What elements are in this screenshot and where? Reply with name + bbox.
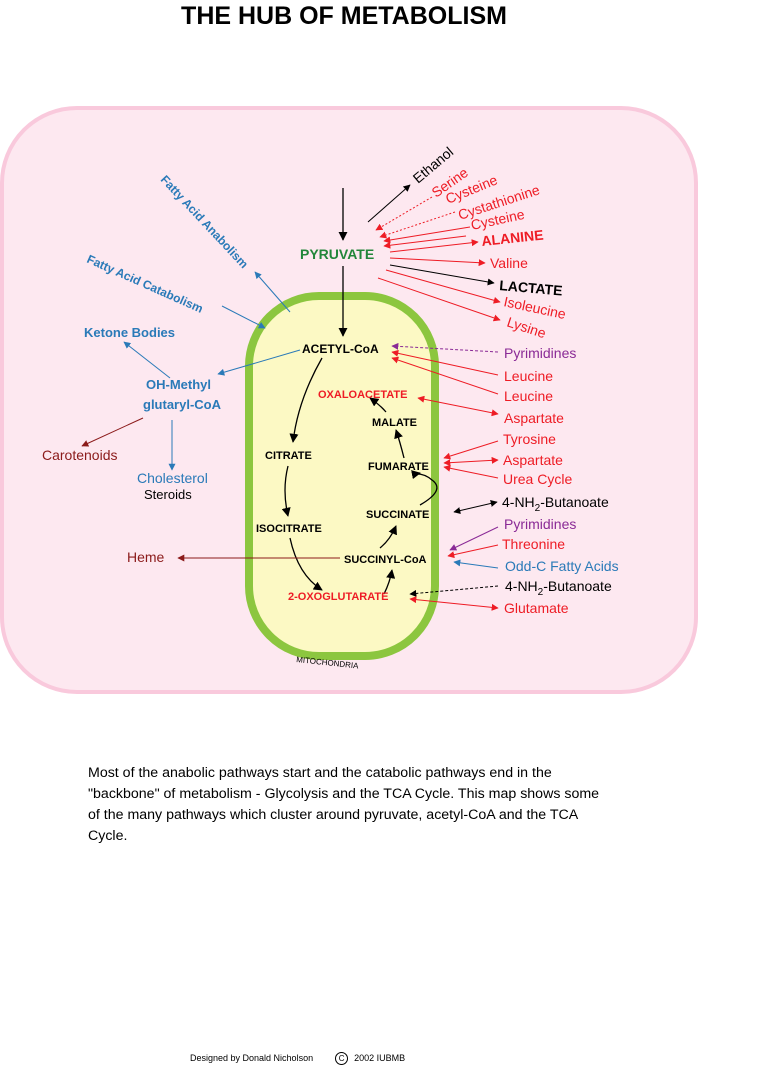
- footer: Designed by Donald Nicholson C 2002 IUBMB: [190, 1052, 405, 1065]
- leucine-label-1: Leucine: [504, 368, 553, 384]
- nh2-butanoate-label-2: 4-NH2-Butanoate: [505, 578, 612, 598]
- steroids-label: Steroids: [144, 487, 192, 502]
- malate-label: MALATE: [372, 417, 417, 429]
- succinate-label: SUCCINATE: [366, 509, 429, 521]
- nh2-butanoate-label-1: 4-NH2-Butanoate: [502, 494, 609, 514]
- odd-c-fatty-acids-label: Odd-C Fatty Acids: [505, 558, 619, 574]
- left-side-arrows: [81, 271, 340, 562]
- pyruvate-label: PYRUVATE: [300, 246, 374, 262]
- acetyl-coa-label: ACETYL-CoA: [302, 342, 379, 356]
- valine-label: Valine: [490, 255, 528, 271]
- copyright-text: 2002 IUBMB: [354, 1052, 406, 1063]
- tyrosine-label: Tyrosine: [503, 431, 556, 447]
- main-pathway-arrows: [281, 188, 438, 595]
- lactate-label: LACTATE: [499, 277, 563, 298]
- mitochondrion: [245, 292, 439, 660]
- oxaloacetate-label: OXALOACETATE: [318, 389, 407, 401]
- metabolism-diagram: PYRUVATE ACETYL-CoA OXALOACETATE MALATE …: [0, 106, 698, 694]
- cholesterol-label: Cholesterol: [137, 470, 208, 486]
- urea-cycle-label: Urea Cycle: [503, 471, 572, 487]
- carotenoids-label: Carotenoids: [42, 447, 118, 463]
- succinyl-coa-label: SUCCINYL-CoA: [344, 554, 427, 566]
- threonine-label: Threonine: [502, 536, 565, 552]
- right-side-arrows: [367, 184, 501, 611]
- oxoglutarate-label: 2-OXOGLUTARATE: [288, 591, 388, 603]
- leucine-label-2: Leucine: [504, 388, 553, 404]
- heme-label: Heme: [127, 549, 165, 565]
- aspartate-label-2: Aspartate: [503, 452, 563, 468]
- isocitrate-label: ISOCITRATE: [256, 523, 322, 535]
- caption-text: Most of the anabolic pathways start and …: [88, 765, 600, 844]
- page-title: THE HUB OF METABOLISM: [181, 2, 507, 30]
- designer-credit: Designed by Donald Nicholson: [190, 1052, 314, 1063]
- pyrimidines-label-1: Pyrimidines: [504, 345, 576, 361]
- pyrimidines-label-2: Pyrimidines: [504, 516, 576, 532]
- oh-methyl-label: OH-Methyl: [146, 377, 211, 392]
- glutaryl-coa-label: glutaryl-CoA: [143, 397, 222, 412]
- glutamate-label: Glutamate: [504, 600, 569, 616]
- alanine-label: ALANINE: [481, 227, 545, 249]
- copyright-icon: C: [335, 1052, 349, 1065]
- citrate-label: CITRATE: [265, 450, 312, 462]
- ketone-bodies-label: Ketone Bodies: [84, 325, 175, 340]
- aspartate-label-1: Aspartate: [504, 410, 564, 426]
- fumarate-label: FUMARATE: [368, 461, 429, 473]
